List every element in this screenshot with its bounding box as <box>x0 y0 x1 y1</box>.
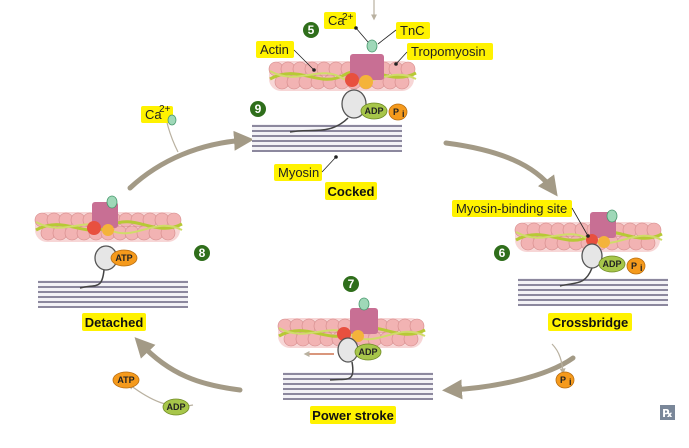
arrow-cocked-to-crossbridge <box>443 140 558 197</box>
step-badge-8: 8 <box>194 245 210 261</box>
svg-text:i: i <box>402 109 405 119</box>
svg-text:7: 7 <box>348 277 355 291</box>
label-ca-left: Ca 2+ <box>141 104 177 126</box>
svg-text:℞: ℞ <box>663 407 673 420</box>
label-myosin: Myosin <box>274 155 338 181</box>
svg-text:ATP: ATP <box>117 375 134 385</box>
svg-text:ADP: ADP <box>602 259 621 269</box>
label-actin: Actin <box>256 41 316 72</box>
myosin-binding-site <box>345 73 359 87</box>
rx-icon: ℞ <box>660 405 675 420</box>
pi-chip: P i <box>388 103 408 121</box>
svg-text:8: 8 <box>199 246 206 260</box>
svg-text:ADP: ADP <box>358 347 377 357</box>
svg-text:ADP: ADP <box>364 106 383 116</box>
svg-text:i: i <box>569 377 572 387</box>
atp-chip: ATP <box>110 249 138 267</box>
tnc <box>358 297 370 311</box>
svg-text:i: i <box>640 263 643 273</box>
stage-crossbridge: ADP P i <box>513 209 669 307</box>
cycle-arrows <box>127 130 576 400</box>
tnc <box>366 39 378 53</box>
adp-chip: ADP <box>360 102 388 120</box>
svg-text:2+: 2+ <box>342 12 354 23</box>
label-tnc: TnC <box>377 22 430 45</box>
step-badge-5: 5 <box>303 22 319 38</box>
tnc <box>606 209 618 223</box>
svg-text:Myosin-binding site: Myosin-binding site <box>456 201 567 216</box>
svg-text:Actin: Actin <box>260 42 289 57</box>
myosin-tail <box>289 117 349 133</box>
svg-text:Crossbridge: Crossbridge <box>552 315 629 330</box>
svg-text:9: 9 <box>255 102 262 116</box>
caption-power-stroke: Power stroke <box>310 406 396 424</box>
pi-chip: P i <box>626 257 646 275</box>
svg-text:Detached: Detached <box>85 315 144 330</box>
svg-text:Myosin: Myosin <box>278 165 319 180</box>
caption-crossbridge: Crossbridge <box>548 313 632 331</box>
svg-text:ATP: ATP <box>115 253 132 263</box>
caption-cocked: Cocked <box>325 182 377 200</box>
stage-cocked: ADP P i <box>251 39 418 153</box>
svg-text:Cocked: Cocked <box>328 184 375 199</box>
arrow-powerstroke-to-detached <box>134 337 243 393</box>
caption-detached: Detached <box>82 313 146 331</box>
step-badge-6: 6 <box>494 245 510 261</box>
step-badge-9: 9 <box>250 101 266 117</box>
troponin-complex <box>350 308 378 334</box>
troponin-complex <box>350 54 384 80</box>
svg-text:TnC: TnC <box>400 23 425 38</box>
svg-text:Ca: Ca <box>145 107 162 122</box>
step-badge-7: 7 <box>343 276 359 292</box>
svg-text:ADP: ADP <box>166 402 185 412</box>
svg-text:Ca: Ca <box>328 13 345 28</box>
stage-detached: ATP <box>33 195 189 309</box>
tnc <box>106 195 118 209</box>
adp-chip: ADP <box>354 343 382 361</box>
svg-text:Power stroke: Power stroke <box>312 408 394 423</box>
svg-text:6: 6 <box>499 246 506 260</box>
incoming-atp: ATP <box>112 371 140 389</box>
actin-bead-yellow <box>359 75 373 89</box>
svg-text:Tropomyosin: Tropomyosin <box>411 44 486 59</box>
myosin-head <box>581 243 603 269</box>
stage-power-stroke: ADP <box>276 297 434 401</box>
released-pi: P i <box>555 371 575 389</box>
svg-text:2+: 2+ <box>159 104 171 115</box>
released-adp: ADP <box>162 398 190 416</box>
arrow-pi-release <box>551 343 566 375</box>
adp-chip: ADP <box>598 255 626 273</box>
label-ca-top: Ca 2+ <box>324 12 369 43</box>
svg-text:P: P <box>393 107 399 117</box>
label-tropomyosin: Tropomyosin <box>394 43 493 66</box>
arrow-detached-to-cocked <box>127 130 254 191</box>
arrow-crossbridge-to-powerstroke <box>442 355 576 400</box>
svg-text:P: P <box>631 261 637 271</box>
myosin-head <box>341 89 367 119</box>
label-myosin-binding-site: Myosin-binding site <box>452 200 590 238</box>
svg-text:5: 5 <box>308 23 315 37</box>
troponin-complex <box>92 202 118 228</box>
myosin-binding-site <box>87 221 101 235</box>
svg-text:P: P <box>560 375 566 385</box>
